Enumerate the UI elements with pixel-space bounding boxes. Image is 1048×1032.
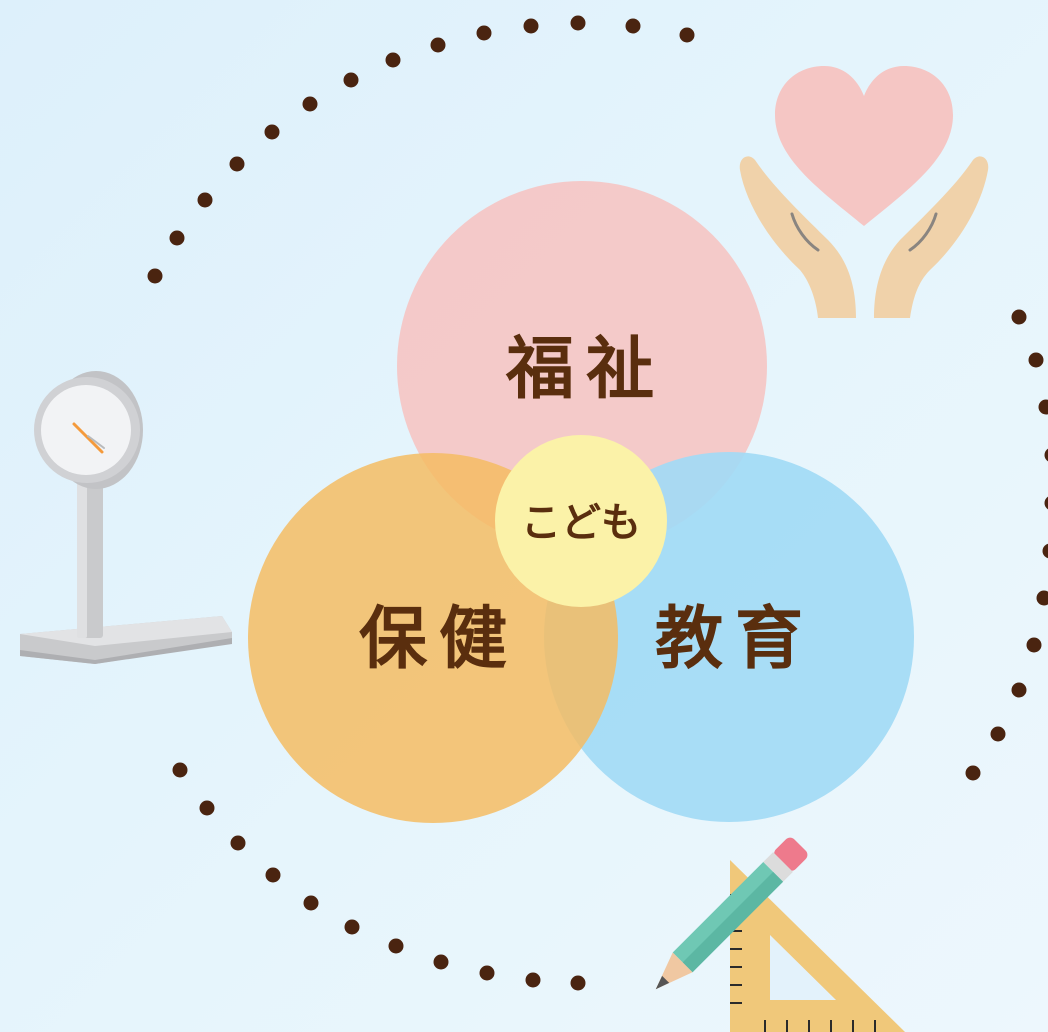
decorative-dot — [1036, 590, 1048, 606]
decorative-dot — [147, 268, 163, 284]
decorative-dot — [1026, 637, 1042, 653]
center-label: こども — [521, 500, 641, 546]
decorative-dot — [1038, 399, 1048, 415]
decorative-dot — [265, 867, 281, 883]
decorative-dot — [344, 919, 360, 935]
decorative-dot — [1044, 448, 1048, 462]
decorative-dot — [169, 230, 185, 246]
decorative-dot — [1042, 543, 1048, 559]
education-label: 教育 — [655, 600, 815, 679]
decorative-dot — [229, 156, 245, 172]
decorative-dot — [264, 124, 280, 140]
decorative-dot — [302, 96, 318, 112]
decorative-dot — [570, 15, 586, 31]
decorative-dot — [965, 765, 981, 781]
decorative-dot — [230, 835, 246, 851]
decorative-dot — [343, 72, 359, 88]
decorative-dot — [1011, 682, 1027, 698]
decorative-dot — [1044, 496, 1048, 510]
decorative-dot — [433, 954, 449, 970]
decorative-dot — [1011, 309, 1027, 325]
decorative-dot — [679, 27, 695, 43]
decorative-dot — [388, 938, 404, 954]
decorative-dot — [479, 965, 495, 981]
heart-hands-icon — [739, 66, 989, 318]
decorative-dot — [1028, 352, 1044, 368]
decorative-dot — [199, 800, 215, 816]
dotted-arc-bottom-left — [172, 762, 586, 991]
health-label: 保健 — [359, 600, 519, 679]
decorative-dot — [990, 726, 1006, 742]
decorative-dot — [303, 895, 319, 911]
dotted-arc-right — [965, 309, 1048, 781]
welfare-circle — [397, 181, 767, 551]
decorative-dot — [476, 25, 492, 41]
decorative-dot — [525, 972, 541, 988]
decorative-dot — [625, 18, 641, 34]
decorative-dot — [523, 18, 539, 34]
pencil-ruler-icon — [655, 837, 905, 1032]
decorative-dot — [430, 37, 446, 53]
decorative-dot — [570, 975, 586, 991]
dotted-arc-top-left — [147, 15, 695, 284]
decorative-dot — [197, 192, 213, 208]
decorative-dot — [172, 762, 188, 778]
decorative-dot — [385, 52, 401, 68]
center-circle — [495, 435, 667, 607]
welfare-label: 福祉 — [505, 330, 666, 409]
weighing-scale-icon — [20, 371, 232, 664]
